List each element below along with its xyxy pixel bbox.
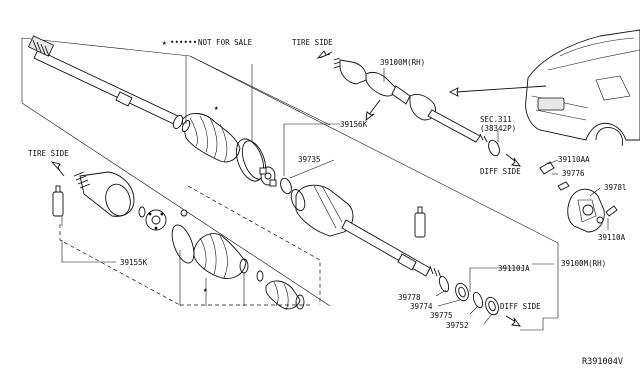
diagram-code: R391004V [582,357,623,367]
outer-cv-joint [73,171,135,217]
label-diff-side-bottom: DIFF SIDE [500,302,541,311]
diff-side-arrow-mid [505,153,521,167]
label-sec-311: SEC.311 [480,115,512,124]
legend-dots: •••••• [170,38,197,47]
label-39735: 39735 [298,155,321,164]
label-tire-side-top: TIRE SIDE [292,38,333,47]
bearing-bracket [567,188,605,233]
snap-ring-39735 [280,177,292,195]
label-39774: 39774 [410,302,433,311]
bracket-bolts [539,161,618,217]
lower-boot-band [171,224,195,264]
band-clip [180,209,188,217]
leader-lines [61,56,609,325]
vehicle-callout-head [448,87,459,97]
lower-boot [193,233,247,279]
label-39775: 39775 [430,311,453,320]
rh-shaft-assembly [333,57,500,157]
label-38342p: (38342P) [480,124,516,133]
upper-boot [172,113,241,163]
label-39100m-rh-right: 39100M(RH) [561,259,606,268]
boot-band-rings-upper [235,138,267,182]
label-tire-side-left: TIRE SIDE [28,149,69,158]
label-39156k: 39156K [340,120,368,129]
upper-half-shaft [27,35,181,126]
label-39100m-rh-top: 39100M(RH) [380,58,425,67]
label-39776: 39776 [562,169,585,178]
label-diff-side-mid: DIFF SIDE [480,167,521,176]
tire-side-arrow-left [50,161,65,177]
label-39752: 39752 [446,321,469,330]
label-39778: 39778 [398,293,421,302]
tripod-joint [259,166,277,187]
label-39155k: 39155K [120,258,148,267]
inner-boot-small [265,280,305,311]
tire-side-arrow-top [316,50,333,59]
vehicle-callout-arrow [455,85,547,93]
grease-tube-right [414,206,426,238]
direction-arrow [365,99,381,121]
assembly-frame [21,37,559,331]
legend-not-for-sale: NOT FOR SALE [198,38,253,47]
diff-side-rings [438,275,499,316]
diff-side-arrow-bottom [505,315,521,327]
star-marker-2: ★ [203,285,208,294]
lower-assembly-outline [59,185,321,306]
star-marker-1: ★ [214,103,219,112]
label-39110a: 39110A [598,233,626,242]
shaft-damper [397,253,417,271]
grease-tube-left [52,185,64,217]
label-39110aa: 39110AA [558,155,590,164]
label-39110ja: 39110JA [498,264,530,273]
vehicle-illustration [525,29,640,147]
inner-race [145,209,167,231]
label-3978l: 3978l [604,183,627,192]
legend-star: ★ [162,38,167,47]
snap-ring-small [138,206,146,218]
